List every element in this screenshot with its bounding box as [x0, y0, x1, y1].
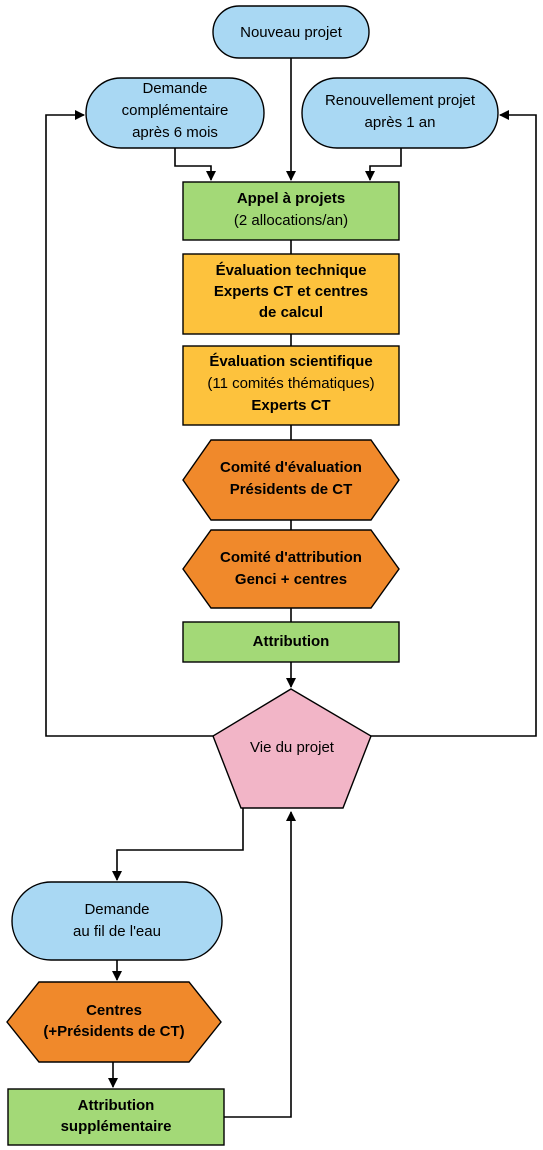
node-demande-complementaire-line-2: complémentaire	[122, 102, 229, 119]
node-comite-evaluation: Comité d'évaluation Présidents de CT	[182, 439, 400, 521]
node-appel-projets: Appel à projets (2 allocations/an)	[182, 181, 400, 241]
node-comite-attribution-line-2: Genci + centres	[235, 571, 347, 588]
node-nouveau-projet: Nouveau projet	[212, 5, 370, 59]
node-vie-projet: Vie du projet	[212, 688, 372, 809]
edge-vie-to-complementaire	[45, 110, 217, 737]
node-renouvellement-line-2: après 1 an	[365, 114, 436, 131]
node-demande-complementaire-line-3: après 6 mois	[132, 124, 218, 141]
node-appel-projets-line-2: (2 allocations/an)	[234, 212, 348, 229]
node-renouvellement-line-1: Renouvellement projet	[325, 92, 476, 109]
node-attribution-supplementaire-line-1: Attribution	[78, 1097, 155, 1114]
node-demande-fil-eau-line-2: au fil de l'eau	[73, 923, 161, 940]
node-comite-attribution-line-1: Comité d'attribution	[220, 549, 362, 566]
node-centres-line-1: Centres	[86, 1002, 142, 1019]
node-renouvellement: Renouvellement projet après 1 an	[301, 77, 499, 149]
node-centres-line-2: (+Présidents de CT)	[43, 1023, 184, 1040]
node-demande-fil-eau-line-1: Demande	[84, 901, 149, 918]
node-attribution-line-1: Attribution	[253, 633, 330, 650]
node-evaluation-technique-line-2: Experts CT et centres	[214, 283, 368, 300]
node-attribution-supplementaire-line-2: supplémentaire	[61, 1118, 172, 1135]
node-evaluation-technique: Évaluation technique Experts CT et centr…	[182, 253, 400, 335]
node-demande-fil-eau: Demande au fil de l'eau	[11, 881, 223, 961]
node-centres: Centres (+Présidents de CT)	[6, 981, 222, 1063]
node-evaluation-scientifique: Évaluation scientifique (11 comités thém…	[182, 345, 400, 426]
node-attribution: Attribution	[182, 621, 400, 663]
node-appel-projets-line-1: Appel à projets	[237, 190, 345, 207]
edge-vie-to-fil-eau	[112, 808, 244, 881]
node-demande-complementaire-line-1: Demande	[142, 80, 207, 97]
node-demande-complementaire: Demande complémentaire après 6 mois	[85, 77, 265, 149]
node-comite-attribution: Comité d'attribution Genci + centres	[182, 529, 400, 609]
edge-attribution-supplementaire-to-vie	[224, 811, 296, 1118]
node-comite-evaluation-line-1: Comité d'évaluation	[220, 459, 362, 476]
node-evaluation-scientifique-line-3: Experts CT	[251, 397, 330, 414]
node-evaluation-scientifique-line-2: (11 comités thématiques)	[207, 375, 374, 392]
node-attribution-supplementaire: Attribution supplémentaire	[7, 1088, 225, 1146]
edge-renouvellement-to-appel	[365, 148, 402, 181]
node-vie-projet-line-1: Vie du projet	[250, 739, 335, 756]
node-evaluation-technique-line-3: de calcul	[259, 304, 323, 321]
edge-complementaire-to-appel	[174, 148, 216, 181]
edges	[45, 58, 537, 1118]
node-nouveau-projet-line-1: Nouveau projet	[240, 24, 343, 41]
edge-vie-to-renouvellement	[367, 110, 537, 737]
node-evaluation-technique-line-1: Évaluation technique	[216, 262, 367, 279]
node-evaluation-scientifique-line-1: Évaluation scientifique	[209, 353, 372, 370]
node-comite-evaluation-line-2: Présidents de CT	[230, 481, 353, 498]
